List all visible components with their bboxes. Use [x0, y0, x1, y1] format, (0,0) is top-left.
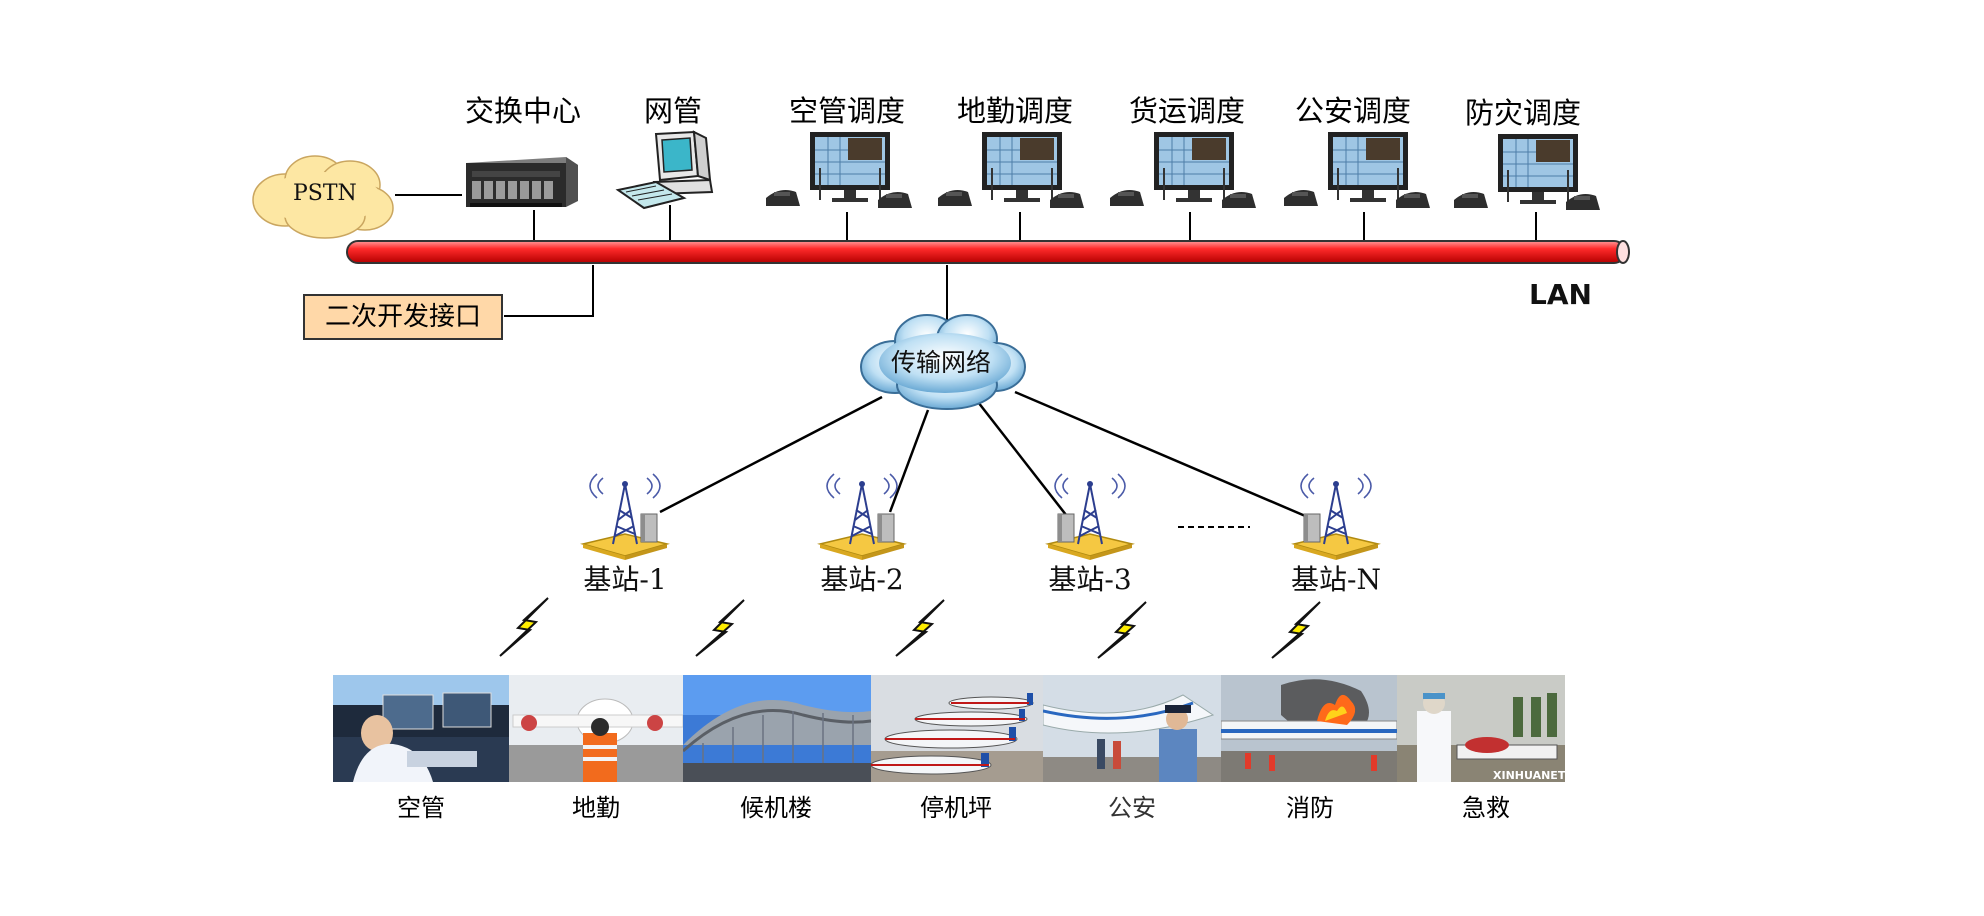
lightning-icon	[499, 597, 549, 657]
node-label-nms: 网管	[643, 94, 702, 128]
dispatch-console-atc	[760, 128, 920, 216]
node-label-atc: 空管调度	[788, 94, 905, 128]
photo-ground	[509, 675, 683, 782]
pstn-label: PSTN	[293, 181, 357, 206]
dispatch-console-icon	[938, 132, 1084, 208]
photo-watermark: XINHUANET	[1493, 769, 1565, 782]
photo-label: 地勤	[572, 794, 620, 822]
first-aid-photo: XINHUANET	[1397, 675, 1565, 782]
base-station-label: 基站-N	[1291, 563, 1381, 596]
fire-rescue-photo	[1221, 675, 1397, 782]
photo-fire	[1221, 675, 1397, 782]
photo-label: 空管	[397, 794, 445, 822]
computer-icon	[615, 130, 714, 210]
base-station-icon	[1291, 473, 1381, 560]
base-station-label: 基站-3	[1048, 563, 1132, 596]
dispatch-console-icon	[1284, 132, 1430, 208]
lightning-icon	[1097, 601, 1147, 659]
photo-atc	[333, 675, 509, 782]
photo-apron	[871, 675, 1043, 782]
nms-node	[614, 128, 714, 214]
lan-bus	[345, 238, 1635, 272]
dispatch-console-disaster	[1448, 130, 1608, 218]
base-station-2	[812, 460, 912, 564]
node-label-cargo: 货运调度	[1128, 94, 1245, 128]
switch-node	[458, 145, 580, 215]
transport-network-label: 传输网络	[891, 348, 992, 377]
transport-network: 传输网络	[855, 305, 1030, 415]
photo-label: 候机楼	[740, 794, 812, 822]
node-label-police: 公安调度	[1294, 94, 1411, 128]
node-label-ground: 地勤调度	[956, 94, 1073, 128]
police-photo	[1043, 675, 1221, 782]
node-label-disaster: 防灾调度	[1464, 96, 1581, 130]
base-station-icon	[1045, 473, 1135, 560]
apron-photo	[871, 675, 1043, 782]
dispatch-console-icon	[766, 132, 912, 208]
base-station-n	[1286, 460, 1386, 564]
dispatch-console-icon	[1110, 132, 1256, 208]
base-station-3	[1040, 460, 1140, 564]
cloud-icon	[860, 314, 1026, 410]
photo-label: 急救	[1462, 794, 1510, 822]
server-icon	[466, 157, 578, 207]
lightning-icon	[695, 599, 745, 657]
photo-firstaid: XINHUANET	[1397, 675, 1565, 782]
dispatch-console-icon	[1454, 134, 1600, 210]
ground-crew-photo	[509, 675, 683, 782]
photo-police	[1043, 675, 1221, 782]
dispatch-console-ground	[932, 128, 1092, 216]
photo-terminal	[683, 675, 871, 782]
base-station-label: 基站-1	[583, 563, 667, 596]
photo-label: 停机坪	[920, 794, 992, 822]
dispatch-console-cargo	[1104, 128, 1264, 216]
base-station-label: 基站-2	[820, 563, 904, 596]
photo-label: 公安	[1108, 794, 1156, 822]
cloud-icon	[252, 155, 394, 239]
node-label-switch: 交换中心	[464, 94, 581, 128]
lightning-icon	[1271, 601, 1321, 659]
pstn-cloud: PSTN	[245, 150, 400, 240]
dispatch-console-police	[1278, 128, 1438, 216]
terminal-photo	[683, 675, 871, 782]
base-station-1	[575, 460, 675, 564]
base-station-icon	[580, 473, 670, 560]
api-box: 二次开发接口	[303, 294, 503, 340]
lan-label: LAN	[1529, 278, 1592, 311]
photo-label: 消防	[1286, 794, 1334, 822]
base-station-icon	[817, 473, 907, 560]
air-traffic-control-photo	[333, 675, 509, 782]
lightning-icon	[895, 599, 945, 657]
